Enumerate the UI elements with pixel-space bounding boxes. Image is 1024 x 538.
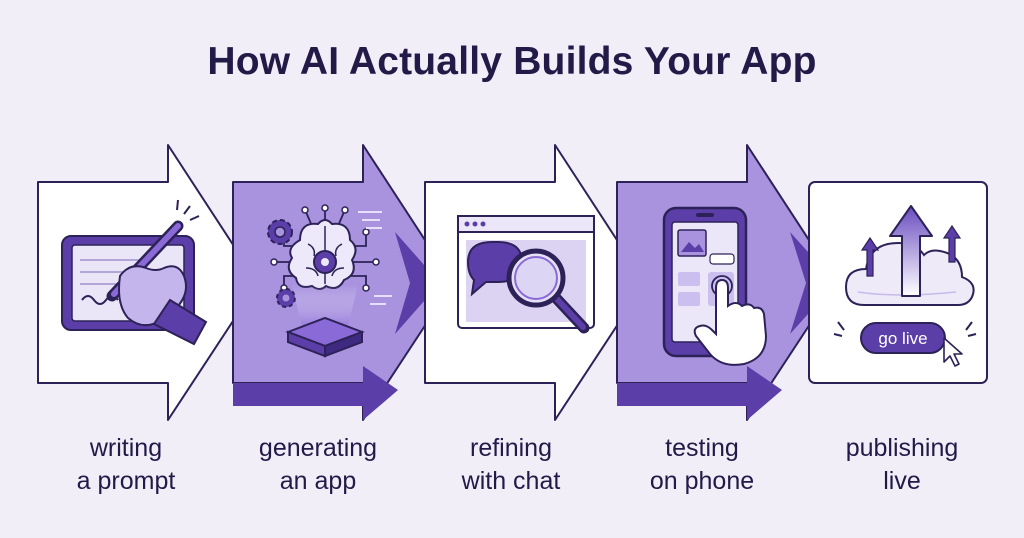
phone-tap-icon bbox=[662, 206, 768, 366]
go-live-button[interactable]: go live bbox=[860, 322, 946, 354]
step-4-caption: testing on phone bbox=[649, 434, 755, 495]
step-5-caption: publishing live bbox=[845, 434, 959, 495]
tablet-pen-icon bbox=[61, 199, 208, 346]
go-live-label: go live bbox=[878, 329, 927, 348]
gear-icon bbox=[276, 288, 296, 308]
cloud-upload-icon bbox=[833, 205, 977, 337]
gear-icon bbox=[267, 219, 293, 245]
step-3-caption: refining with chat bbox=[461, 434, 561, 495]
step-2-caption: generating an app bbox=[258, 434, 378, 495]
cursor-icon bbox=[943, 337, 963, 367]
chat-magnifier-icon bbox=[457, 215, 595, 334]
brain-chip-icon bbox=[267, 204, 392, 358]
step-1-caption: writing a prompt bbox=[76, 434, 176, 495]
page-title: How AI Actually Builds Your App bbox=[207, 40, 817, 83]
